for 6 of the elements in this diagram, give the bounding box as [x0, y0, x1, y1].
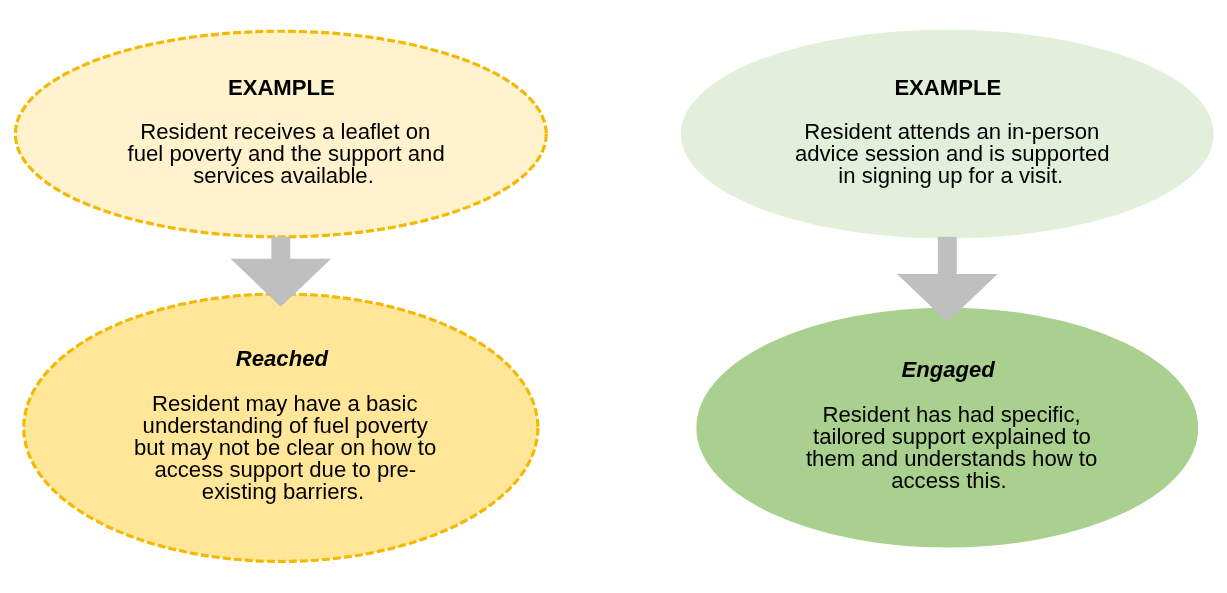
node-ellipse: EXAMPLE Resident receives a leaflet on fuel poverty and the support and services available.: [13, 29, 548, 239]
node-ellipse: EXAMPLE Resident attends an in-person advice session and is supported in signing up for a visit.: [680, 29, 1214, 239]
node-ellipse: Reached Resident may have a basic understanding of fuel poverty but may not be clear on how to access support due to pre-existing barriers.: [22, 292, 540, 564]
node-ellipse: Engaged Resident has had specific, tailored support explained to them and understands how to access this.: [696, 307, 1199, 548]
arrow: [230, 236, 332, 307]
arrow: [897, 236, 998, 322]
